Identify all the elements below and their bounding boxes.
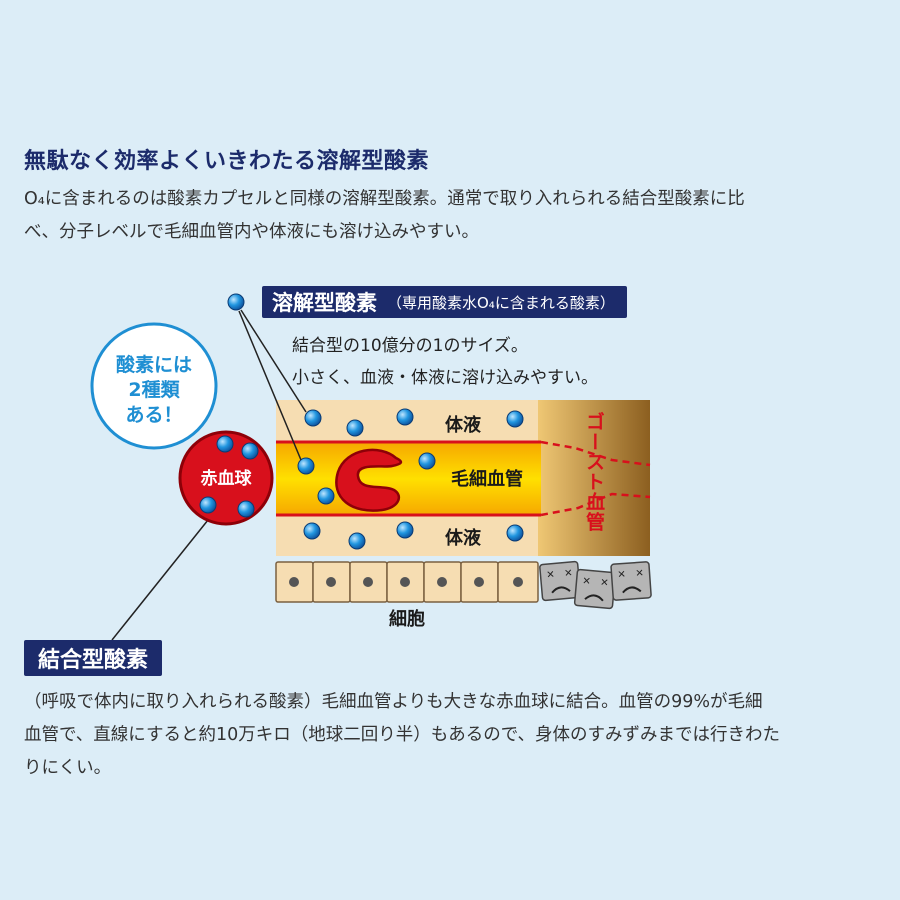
dissolved-oxygen-molecules (227, 293, 524, 550)
intro-text: O₄に含まれるのは酸素カプセルと同様の溶解型酸素。通常で取り入れられる結合型酸素… (24, 183, 884, 249)
ghost-dash-bottom (540, 492, 651, 517)
intro-line-1: O₄に含まれるのは酸素カプセルと同様の溶解型酸素。通常で取り入れられる結合型酸素… (24, 189, 745, 209)
o2-molecule (396, 408, 414, 426)
dead-cells: ✕ ✕ ✕ ✕ ✕ ✕ (539, 560, 652, 610)
o2-molecule (506, 410, 524, 428)
svg-text:✕: ✕ (617, 569, 626, 581)
svg-text:✕: ✕ (600, 577, 609, 589)
ghost-vessel-region (538, 400, 650, 556)
badge-line-3: ある！ (125, 404, 182, 426)
svg-text:✕: ✕ (635, 568, 644, 580)
fluid-top-label: 体液 (445, 414, 482, 436)
dead-cell-icon: ✕ ✕ (539, 560, 582, 602)
red-cell-label: 赤血球 (201, 468, 253, 489)
ghost-vessel-label: ゴースト血管 (583, 411, 605, 532)
o2-molecule (317, 487, 335, 505)
dissolved-oxygen-description: 結合型の10億分の1のサイズ。 小さく、血液・体液に溶け込みやすい。 (292, 330, 598, 394)
bound-oxygen-label: 結合型酸素 (24, 640, 163, 676)
bound-o2-molecule (241, 442, 259, 460)
dissolved-oxygen-title: 溶解型酸素 (272, 291, 377, 315)
bound-oxygen-description: （呼吸で体内に取り入れられる酸素）毛細血管よりも大きな赤血球に結合。血管の99%… (24, 686, 884, 785)
bound-o2-molecule (199, 496, 217, 514)
o2-legend-molecule (227, 293, 245, 311)
bound-o2-molecule (237, 500, 255, 518)
o2-molecule (506, 524, 524, 542)
ghost-dash-top (540, 440, 651, 467)
dead-cell-icon: ✕ ✕ (610, 561, 652, 601)
two-types-badge (90, 322, 218, 450)
o2-molecule (346, 419, 364, 437)
pointer-line-bound (111, 509, 217, 641)
svg-text:✕: ✕ (564, 568, 573, 580)
pointer-line (240, 309, 307, 413)
o2-molecule (396, 521, 414, 539)
dissolved-oxygen-label: 溶解型酸素 （専用酸素水O₄に含まれる酸素） (262, 286, 627, 318)
cell-row (275, 561, 539, 603)
svg-text:✕: ✕ (582, 576, 591, 588)
squeezed-red-cell (335, 448, 403, 512)
fluid-bottom-label: 体液 (445, 527, 482, 549)
bound-o2-molecule (216, 435, 234, 453)
dissolved-desc-line-1: 結合型の10億分の1のサイズ。 (292, 336, 528, 356)
footer-line-1: （呼吸で体内に取り入れられる酸素）毛細血管よりも大きな赤血球に結合。血管の99%… (24, 692, 763, 712)
capillary-label: 毛細血管 (451, 468, 523, 490)
footer-line-2: 血管で、直線にすると約10万キロ（地球二回り半）もあるので、身体のすみずみまでは… (24, 725, 781, 745)
section-heading: 無駄なく効率よくいきわたる溶解型酸素 (24, 149, 430, 174)
svg-text:✕: ✕ (546, 569, 555, 581)
capillary-channel (276, 443, 541, 515)
footer-line-3: りにくい。 (24, 758, 112, 778)
o2-molecule (297, 457, 315, 475)
dissolved-desc-line-2: 小さく、血液・体液に溶け込みやすい。 (292, 368, 598, 388)
pointer-line (238, 310, 302, 461)
badge-line-2: 2種類 (128, 379, 180, 401)
o2-molecule (304, 409, 322, 427)
intro-line-2: べ、分子レベルで毛細血管内や体液にも溶け込みやすい。 (24, 222, 479, 242)
o2-molecule (348, 532, 366, 550)
o2-molecule (418, 452, 436, 470)
dead-cell-icon: ✕ ✕ (573, 568, 616, 610)
badge-line-1: 酸素には (116, 353, 192, 376)
dissolved-oxygen-subtitle: （専用酸素水O₄に含まれる酸素） (387, 293, 615, 312)
cells-label: 細胞 (389, 608, 425, 630)
o2-molecule (303, 522, 321, 540)
